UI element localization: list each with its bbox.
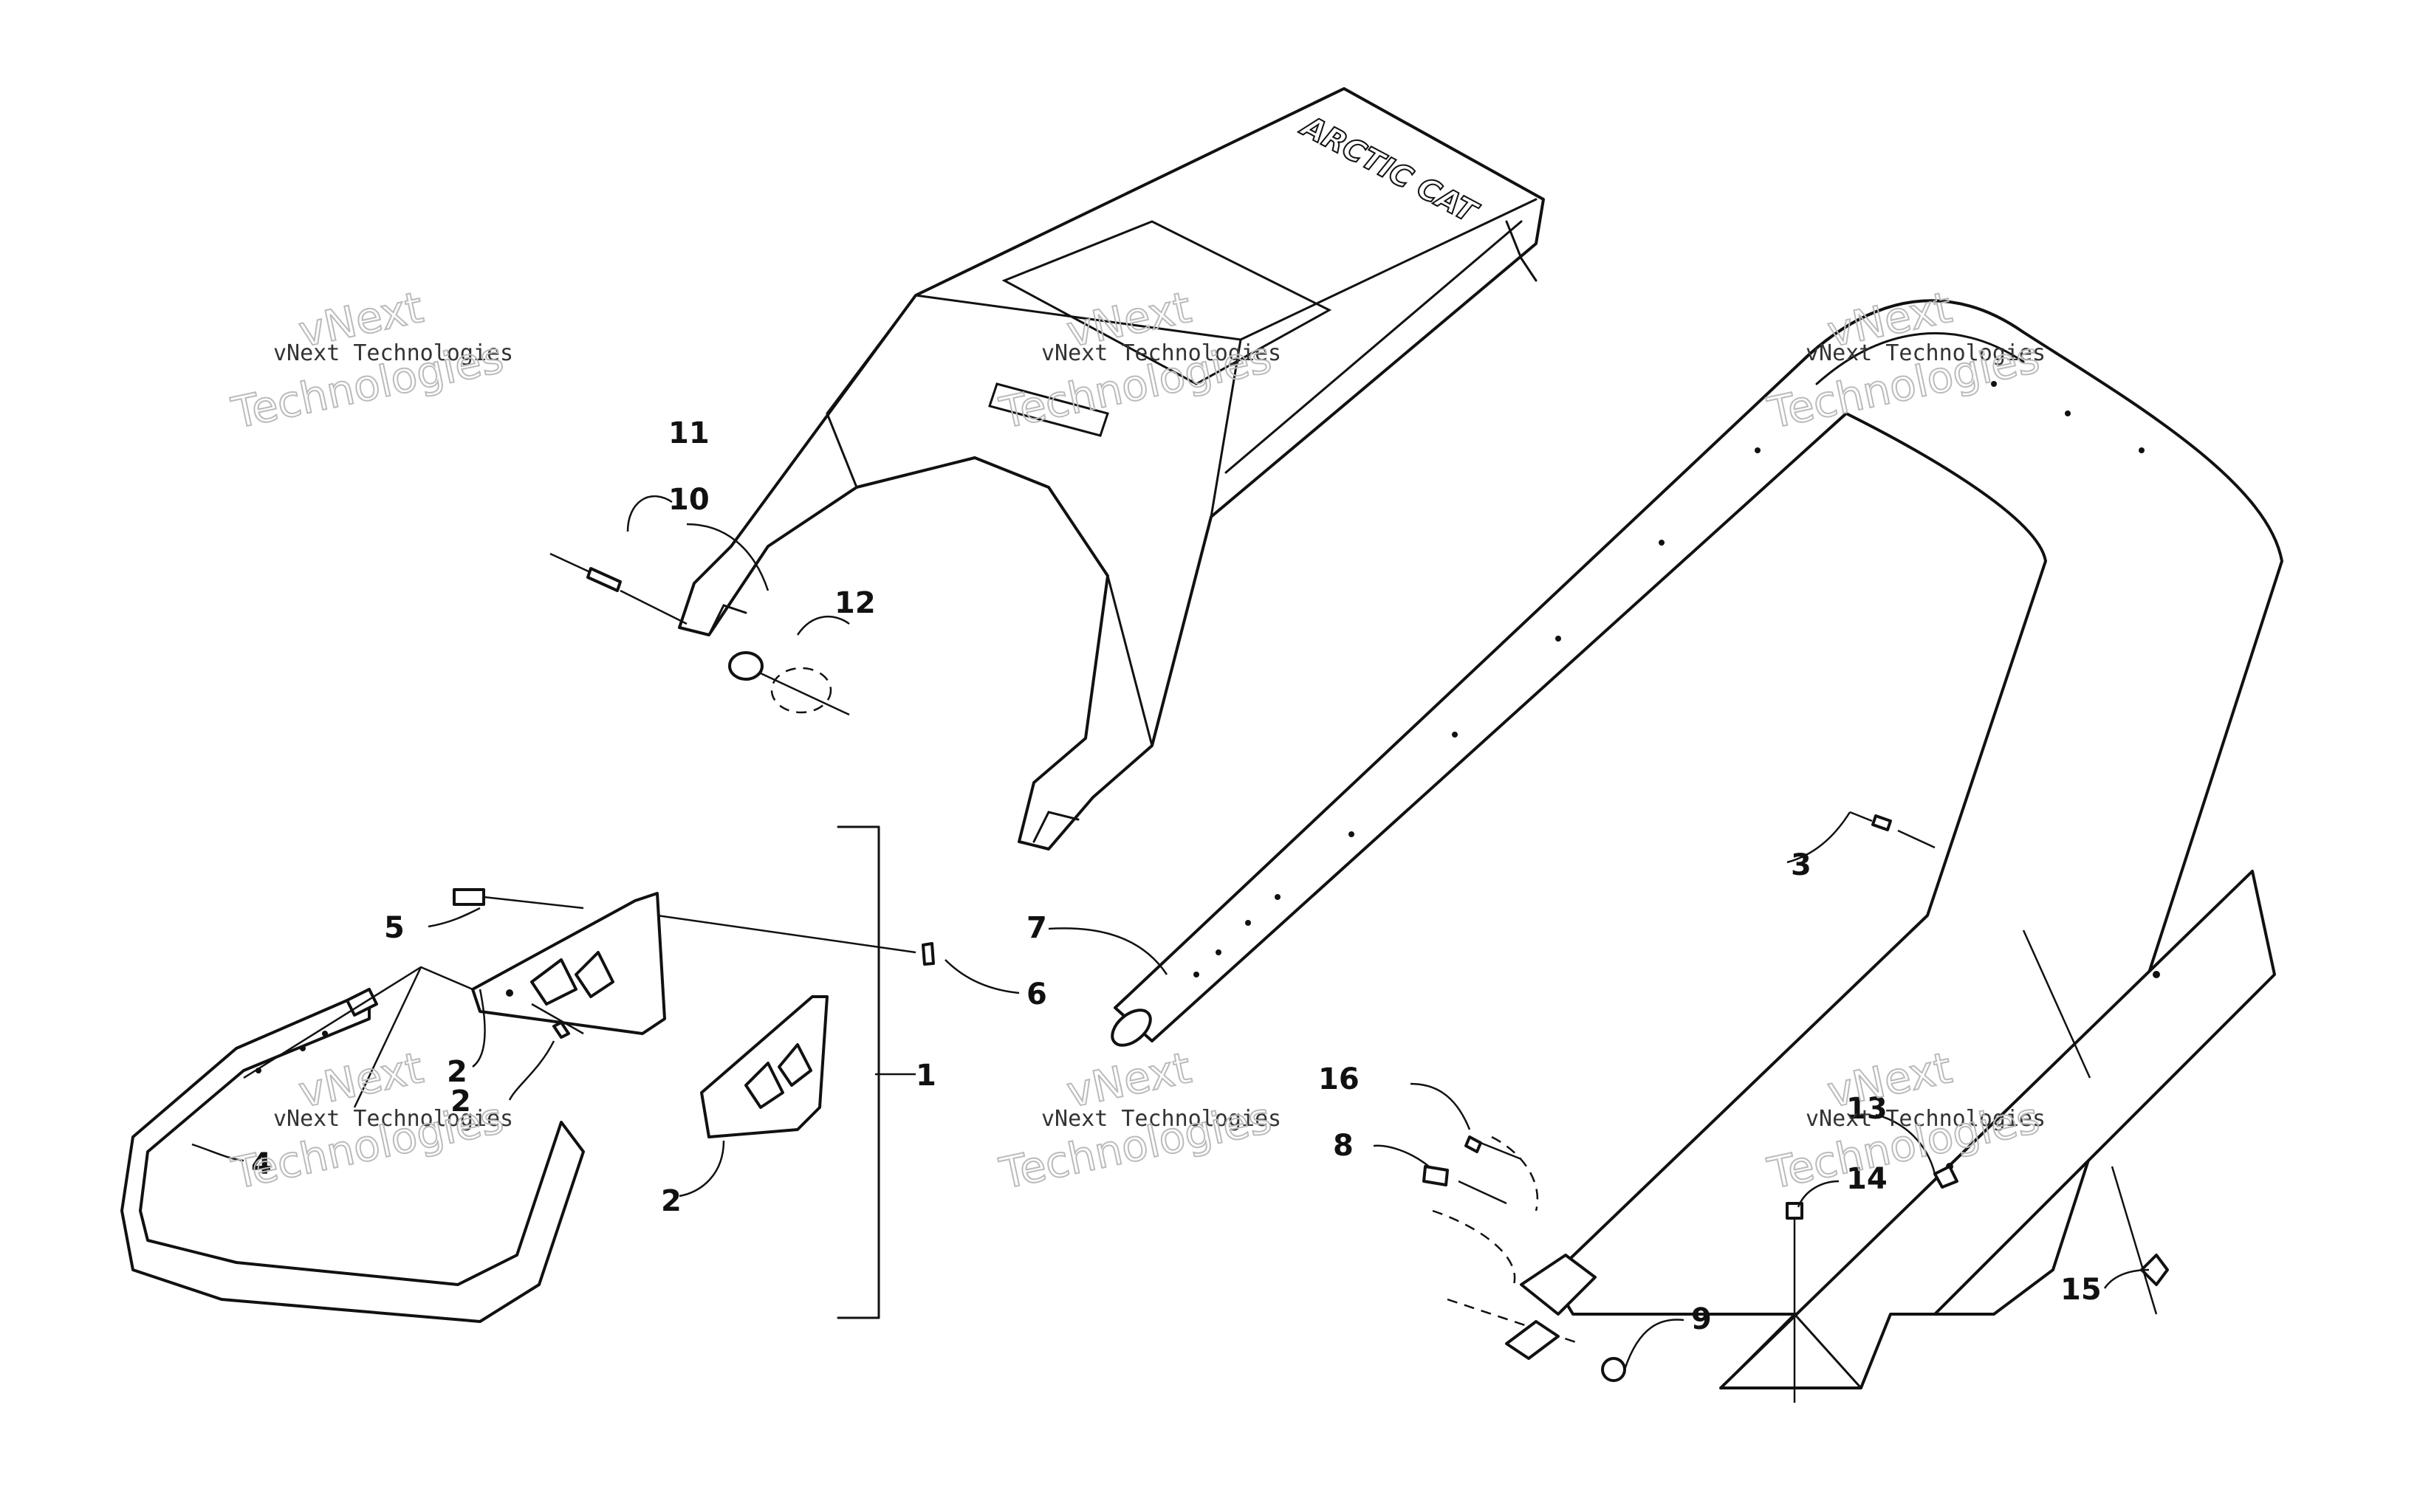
callout-3: 3 — [1791, 848, 1811, 882]
watermark-text: vNext Technologies — [1806, 340, 2046, 366]
callout-9: 9 — [1691, 1302, 1712, 1336]
watermark-text: vNext Technologies — [1806, 1106, 2046, 1132]
callout-16: 16 — [1318, 1062, 1360, 1096]
callout-12: 12 — [834, 586, 876, 620]
leader-lines — [191, 495, 2150, 1370]
callout-14: 14 — [1846, 1162, 1888, 1196]
callout-1: 1 — [916, 1059, 936, 1093]
callout-10: 10 — [668, 483, 710, 517]
callout-2b: 2 — [450, 1085, 471, 1118]
watermark-text: vNext Technologies — [273, 1106, 513, 1132]
callout-11: 11 — [668, 416, 710, 450]
callout-8: 8 — [1333, 1129, 1354, 1163]
watermark-text: vNext Technologies — [1041, 340, 1281, 366]
grab-bar-part-4 — [120, 966, 585, 1323]
watermark-bottom-left: vNext vNext Technologies Technologies — [227, 1042, 513, 1200]
bracket-assembly — [453, 825, 935, 1319]
side-strip-part-15 — [1719, 870, 2276, 1389]
callout-7: 7 — [1026, 911, 1047, 945]
callout-2a: 2 — [447, 1055, 467, 1089]
rivet-part-10 — [549, 552, 688, 625]
callout-13: 13 — [1846, 1092, 1888, 1126]
fastener-part-13 — [1933, 1165, 1958, 1189]
rivet-part-3 — [1849, 811, 1936, 849]
callouts: 1 2 2 2 3 4 5 6 7 8 9 10 11 12 13 14 15 … — [251, 416, 2102, 1336]
rear-bumper-tube-part-7 — [1111, 299, 2283, 1316]
callout-15: 15 — [2060, 1273, 2102, 1307]
callout-6: 6 — [1026, 977, 1047, 1011]
frame-bracket — [1422, 1135, 1626, 1382]
callout-5: 5 — [384, 911, 405, 945]
watermark-bottom-center: vNext vNext Technologies Technologies — [995, 1042, 1281, 1200]
bumper-part-12 — [728, 651, 850, 716]
watermark-text: vNext Technologies — [1041, 1106, 1281, 1132]
callout-4: 4 — [251, 1147, 272, 1181]
watermark-top-left: vNext vNext Technologies Technologies — [227, 281, 513, 439]
callout-2c: 2 — [661, 1184, 682, 1218]
watermark-text: vNext Technologies — [273, 340, 513, 366]
